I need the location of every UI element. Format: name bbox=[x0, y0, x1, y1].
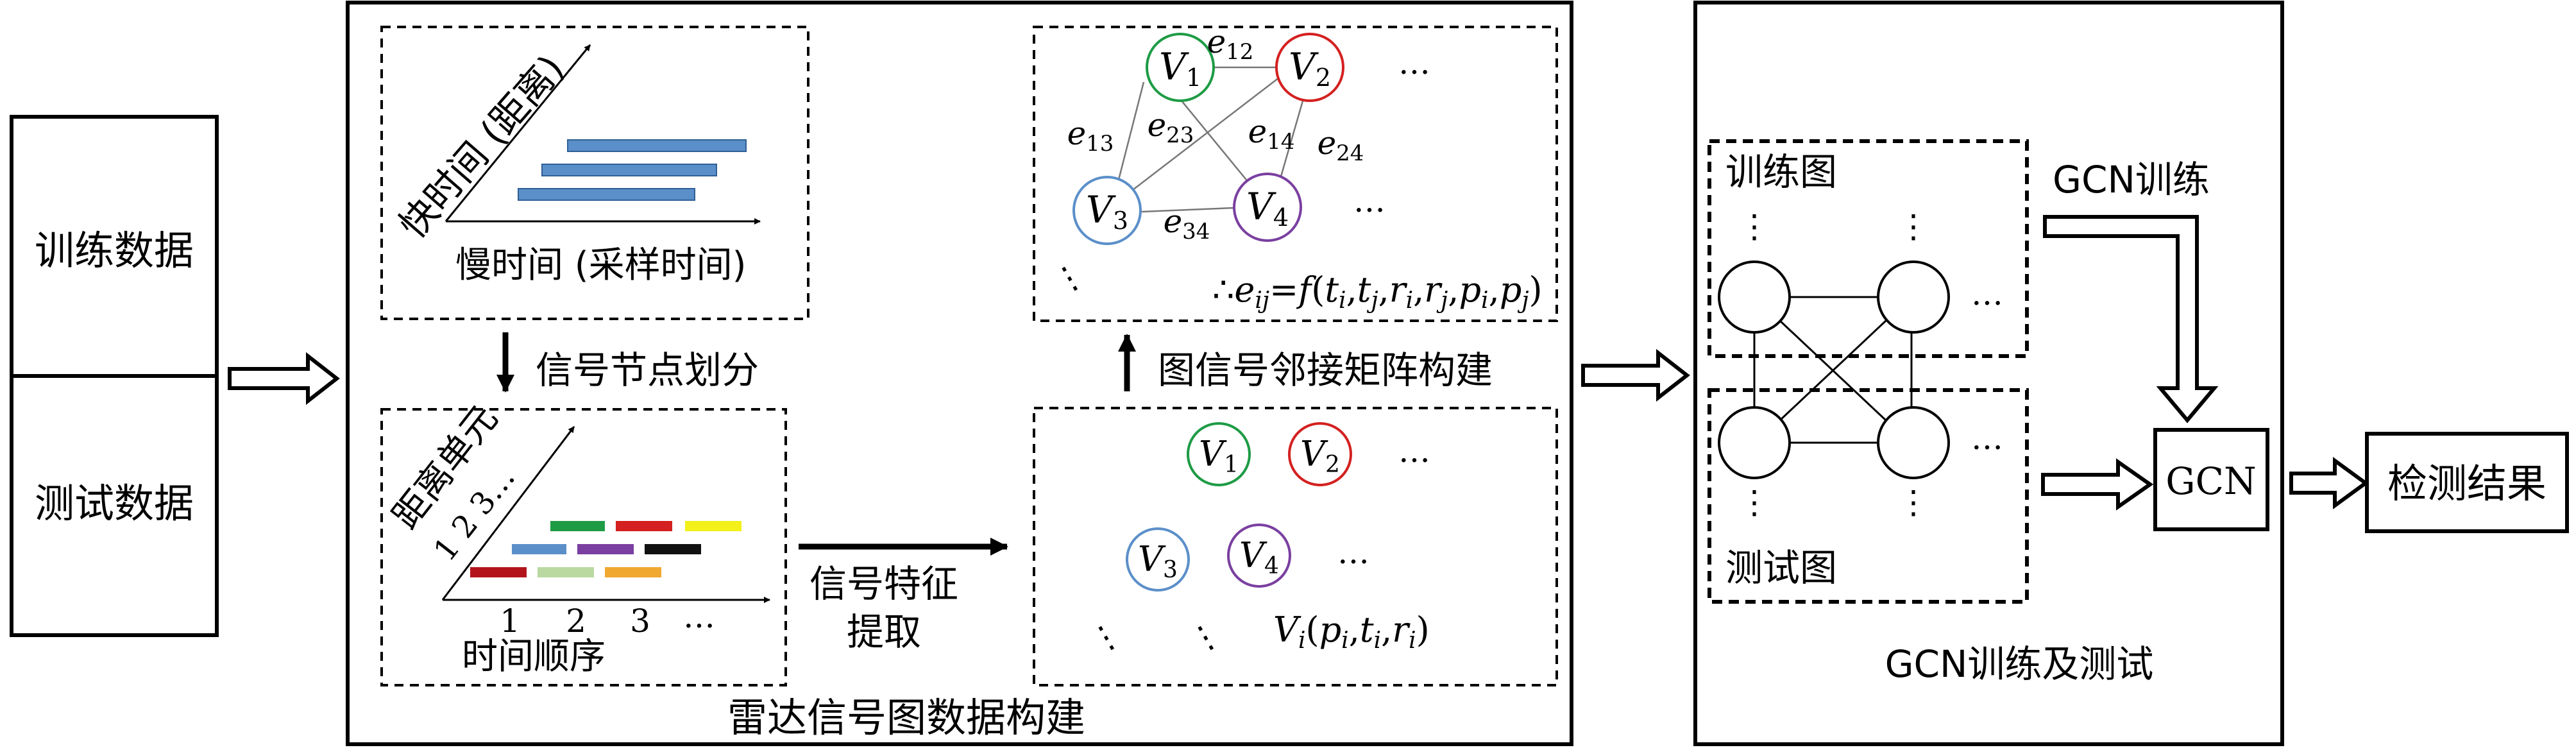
vdots: ⋮ bbox=[1738, 208, 1770, 245]
test-graph-box: 测试图 ⋮ ⋮ … bbox=[1707, 388, 2029, 604]
result-box: 检测结果 bbox=[2365, 432, 2569, 533]
axis-time-order-label: 时间顺序 bbox=[462, 636, 606, 678]
gcn-panel-title: GCN训练及测试 bbox=[1885, 642, 2154, 686]
node-v4-label: V4 bbox=[1239, 535, 1279, 579]
node-bar-blue bbox=[512, 544, 566, 554]
node-v3 bbox=[1126, 527, 1190, 592]
train-graph-label: 训练图 bbox=[1725, 150, 1837, 194]
time-tick-1: 1 bbox=[500, 602, 520, 640]
node-bar-red bbox=[616, 521, 672, 531]
graph-node bbox=[1718, 406, 1791, 479]
ellipsis: … bbox=[1971, 275, 2003, 312]
node-bar-orange bbox=[605, 567, 661, 577]
feature-extraction-step: 信号特征 提取 bbox=[799, 538, 1008, 654]
train-graph-box: 训练图 ⋮ ⋮ … bbox=[1707, 139, 2029, 358]
signal-bar bbox=[541, 164, 717, 176]
ellipsis: … bbox=[1353, 182, 1385, 219]
time-tick-ellipsis: … bbox=[683, 598, 715, 635]
edge-node-v4 bbox=[1233, 173, 1302, 242]
raw-signal-subbox: 快时间 (距离) 慢时间 (采样时间) bbox=[380, 26, 809, 320]
graph-nodes-subbox: V1 V2 V3 V4 … … ⋮ ⋮ Vi(pi,ti,ri) bbox=[1033, 407, 1558, 686]
ellipsis: … bbox=[1337, 534, 1369, 571]
gcn-box: GCN bbox=[2153, 428, 2269, 531]
signal-bar bbox=[518, 188, 695, 201]
edge-node-v2 bbox=[1275, 33, 1344, 102]
time-tick-3: 3 bbox=[630, 602, 650, 640]
test-data-label: 测试数据 bbox=[35, 480, 194, 527]
vdots: ⋮ bbox=[1083, 613, 1129, 661]
node-bar-darkred bbox=[470, 567, 527, 577]
vdots: ⋮ bbox=[1897, 208, 1929, 245]
bipartite-graph bbox=[1718, 260, 1950, 479]
step-adjacency-label: 图信号邻接矩阵构建 bbox=[1158, 348, 1493, 392]
ellipsis: … bbox=[1398, 432, 1430, 470]
node-bar-black bbox=[645, 544, 701, 554]
gcn-box-label: GCN bbox=[2165, 459, 2256, 503]
ellipsis: … bbox=[1971, 420, 2003, 457]
hollow-arrow-3 bbox=[2289, 457, 2369, 509]
node-v1 bbox=[1187, 422, 1251, 486]
node-bar-yellow bbox=[685, 521, 741, 531]
ellipsis: … bbox=[1398, 44, 1430, 81]
axis-slow-time-label: 慢时间 (采样时间) bbox=[455, 244, 747, 286]
edge-node-v3-label: V3 bbox=[1086, 188, 1128, 235]
graph-edges-subbox: V1 V2 V3 V4 e12 e13 e23 e14 e24 e34 … … … bbox=[1033, 23, 1558, 322]
train-data-label: 训练数据 bbox=[35, 227, 194, 274]
radar-panel-title: 雷达信号图数据构建 bbox=[727, 694, 1085, 741]
vdots: ⋮ bbox=[1182, 613, 1228, 661]
partitioned-signal-subbox: 距离单元 1 2 3… 1 2 3 … 时间顺序 bbox=[380, 398, 787, 686]
vdots: ⋮ bbox=[1897, 484, 1929, 521]
node-feature-formula: Vi(pi,ti,ri) bbox=[1273, 609, 1430, 654]
input-data-boxes: 训练数据 测试数据 bbox=[10, 115, 219, 637]
train-flow-arrow bbox=[2043, 215, 2219, 423]
edge-e14-label: e14 bbox=[1248, 113, 1295, 155]
hollow-arrow-1 bbox=[228, 352, 340, 405]
radar-graph-construction-panel: 雷达信号图数据构建 快时间 (距离) 慢时间 (采样时间) 信号节点划分 距离单… bbox=[346, 1, 1573, 746]
node-bar-lightgreen bbox=[538, 567, 594, 577]
edge-node-v3 bbox=[1072, 176, 1142, 245]
node-bar-purple bbox=[577, 544, 634, 554]
test-flow-arrow bbox=[2041, 458, 2154, 511]
step-feature-label-2: 提取 bbox=[847, 610, 921, 654]
graph-node bbox=[1877, 260, 1950, 334]
node-v2 bbox=[1288, 422, 1352, 486]
node-v4 bbox=[1227, 524, 1291, 588]
edge-e13-label: e13 bbox=[1067, 115, 1114, 157]
vdots: ⋮ bbox=[1046, 254, 1092, 302]
node-bar-green bbox=[550, 521, 605, 531]
hollow-arrow-2 bbox=[1581, 348, 1690, 402]
test-graph-label: 测试图 bbox=[1725, 546, 1837, 590]
gcn-panel: GCN训练及测试 训练图 ⋮ ⋮ … 测试图 ⋮ ⋮ … bbox=[1693, 1, 2284, 746]
graph-node bbox=[1877, 406, 1950, 479]
vdots: ⋮ bbox=[1738, 484, 1770, 521]
edge-weight-formula: ∴eij=f(ti,tj,ri,rj,pi,pj) bbox=[1212, 269, 1543, 314]
edge-e24-label: e24 bbox=[1318, 124, 1364, 166]
partition-step: 信号节点划分 bbox=[496, 332, 759, 393]
graph-node bbox=[1718, 260, 1791, 334]
node-v3-label: V3 bbox=[1138, 539, 1178, 583]
edge-node-v1 bbox=[1146, 33, 1215, 102]
time-tick-2: 2 bbox=[566, 602, 586, 640]
adjacency-step: 图信号邻接矩阵构建 bbox=[1118, 334, 1493, 392]
edge-e12-label: e12 bbox=[1207, 23, 1254, 65]
step-partition-label: 信号节点划分 bbox=[536, 348, 759, 392]
edge-e23-label: e23 bbox=[1148, 107, 1194, 148]
node-v2-label: V2 bbox=[1300, 434, 1340, 478]
step-feature-label-1: 信号特征 bbox=[809, 562, 958, 606]
result-label: 检测结果 bbox=[2387, 460, 2546, 507]
signal-bar bbox=[567, 139, 747, 152]
gcn-train-label: GCN训练 bbox=[2053, 158, 2210, 201]
axis-fast-time-label: 快时间 (距离) bbox=[391, 47, 572, 247]
node-v1-label: V1 bbox=[1199, 434, 1239, 478]
